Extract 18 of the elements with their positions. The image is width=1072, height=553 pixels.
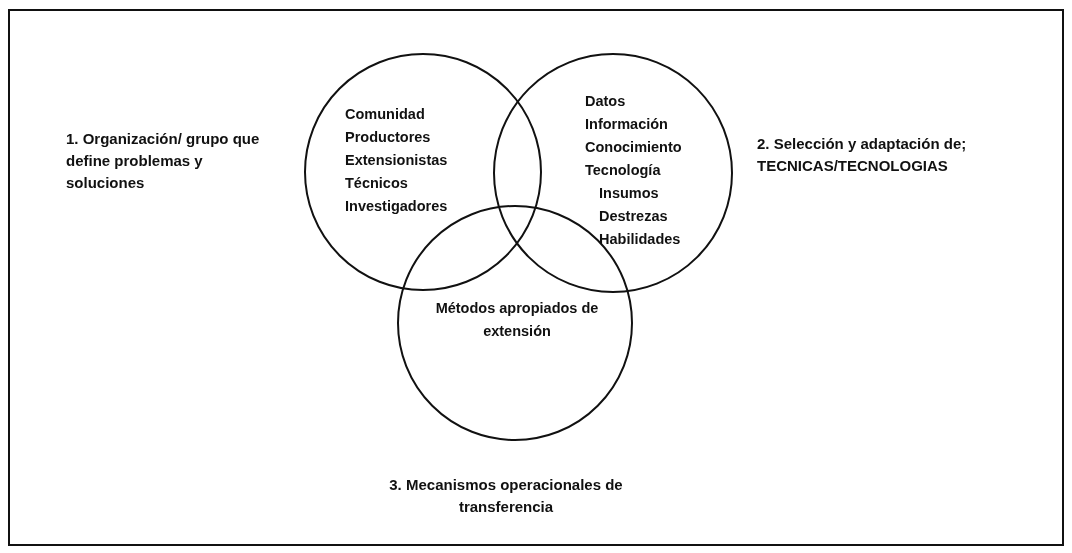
circle-text: Comunidad — [345, 105, 425, 123]
circle-text: Tecnología — [585, 161, 661, 179]
circle-text: Insumos — [599, 184, 659, 202]
circle-text: Técnicos — [345, 174, 408, 192]
circle-text: Destrezas — [599, 207, 668, 225]
circle-text: Métodos apropiados de extensión — [434, 299, 600, 341]
circle-text: Conocimiento — [585, 138, 682, 156]
circle-text: Productores — [345, 128, 431, 146]
circle-text: Investigadores — [345, 197, 448, 215]
circle-text: Habilidades — [599, 230, 681, 248]
circle-text: Información — [585, 115, 668, 133]
venn-circle — [304, 53, 542, 291]
side-label: 3. Mecanismos operacionales de transferencia — [388, 475, 624, 517]
side-label: 1. Organización/ grupo que define problemas y soluciones — [66, 129, 261, 193]
circle-text: Extensionistas — [345, 151, 448, 169]
venn-circle — [493, 53, 733, 293]
side-label: 2. Selección y adaptación de; TECNICAS/TECNOLOGIAS — [757, 134, 968, 176]
circle-text: Datos — [585, 92, 626, 110]
